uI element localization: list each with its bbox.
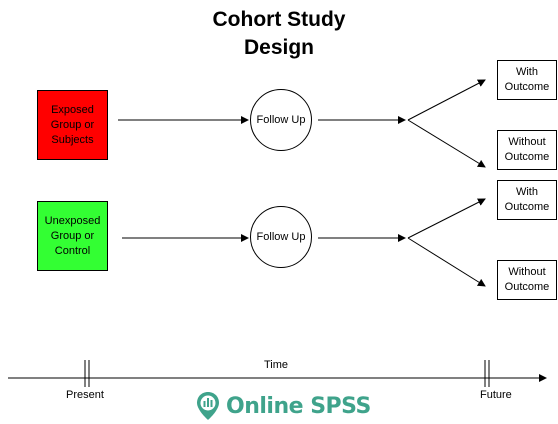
branch-1-up <box>407 79 486 121</box>
follow-up-circle-exposed: Follow Up <box>250 89 312 151</box>
spss-pin-logo-icon <box>197 392 219 420</box>
timeline-present-label: Present <box>66 389 104 401</box>
online-spss-logo: Online SPSS <box>196 390 371 422</box>
outcome-box-exposed-without: Without Outcome <box>497 130 557 170</box>
branch-2-up <box>407 198 486 239</box>
logo-text: Online SPSS <box>226 393 371 419</box>
follow-up-circle-unexposed: Follow Up <box>250 206 312 268</box>
outcome-box-exposed-with: With Outcome <box>497 60 557 100</box>
diagram-title: Cohort Study Design <box>179 6 379 62</box>
timeline-axis-label: Time <box>264 359 289 371</box>
title-line-2: Design <box>243 36 314 59</box>
outcome-box-unexposed-without: Without Outcome <box>497 260 557 300</box>
title-line-1: Cohort Study <box>212 8 346 31</box>
branch-1-down <box>407 119 486 168</box>
outcome-box-unexposed-with: With Outcome <box>497 180 557 220</box>
exposed-group-box: Exposed Group or Subjects <box>37 90 108 160</box>
unexposed-group-box: Unexposed Group or Control <box>37 201 108 271</box>
timeline-future-label: Future <box>480 389 512 401</box>
branch-2-down <box>407 237 486 287</box>
